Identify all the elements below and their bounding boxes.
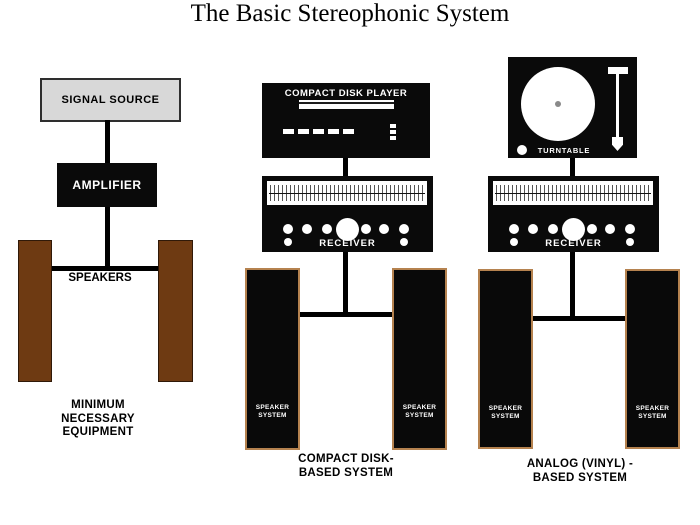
signal-source-label: SIGNAL SOURCE — [61, 94, 160, 106]
cd-indicator-icon — [343, 129, 354, 134]
receiver-knob-icon — [587, 224, 597, 234]
turntable-box: TURNTABLE — [508, 57, 637, 158]
tuner-dial-icon — [267, 181, 427, 205]
wood-speaker-left — [18, 240, 52, 382]
vinyl-speaker-left: SPEAKER SYSTEM — [478, 269, 533, 449]
cd-speaker-left: SPEAKER SYSTEM — [245, 268, 300, 450]
speaker-label-line2: SYSTEM — [491, 413, 520, 420]
minimum-caption-line3: EQUIPMENT — [62, 426, 134, 438]
cd-receiver-box: RECEIVER — [262, 176, 433, 252]
connector-receiver-speakers-cd — [343, 252, 348, 316]
receiver-knob-icon — [528, 224, 538, 234]
receiver-button-icon — [626, 238, 634, 246]
cd-tray-icon — [299, 100, 394, 109]
receiver-button-icon — [284, 238, 292, 246]
speaker-wire-left-column — [48, 266, 158, 271]
speaker-label-line2: SYSTEM — [405, 412, 434, 419]
dial-midline-icon — [495, 193, 651, 194]
receiver-knob-icon — [605, 224, 615, 234]
vinyl-speaker-right: SPEAKER SYSTEM — [625, 269, 680, 449]
turntable-spindle-icon — [555, 101, 561, 107]
speakers-label: SPEAKERS — [68, 272, 132, 284]
connector-cdplayer-receiver — [343, 158, 348, 176]
minimum-caption-line1: MINIMUM — [71, 399, 125, 411]
receiver-volume-knob-icon — [562, 218, 585, 241]
connector-amplifier-speakers — [105, 207, 110, 269]
receiver-button-icon — [400, 238, 408, 246]
connector-source-amplifier — [105, 120, 110, 164]
cd-caption-line1: COMPACT DISK- — [298, 453, 394, 465]
receiver-knob-icon — [379, 224, 389, 234]
cd-indicator-icon — [283, 129, 294, 134]
receiver-knob-icon — [361, 224, 371, 234]
tonearm-icon — [616, 73, 619, 139]
vinyl-caption-line1: ANALOG (VINYL) - — [526, 458, 634, 470]
amplifier-box: AMPLIFIER — [57, 163, 157, 207]
vinyl-speaker-left-label: SPEAKER SYSTEM — [480, 405, 531, 421]
receiver-knob-icon — [283, 224, 293, 234]
amplifier-label: AMPLIFIER — [72, 178, 142, 192]
connector-receiver-speakers-vinyl — [570, 252, 575, 320]
receiver-knob-icon — [322, 224, 332, 234]
diagram-title: The Basic Stereophonic System — [190, 0, 510, 27]
turntable-knob-icon — [517, 145, 527, 155]
cd-indicator-icon — [313, 129, 324, 134]
cd-player-box: COMPACT DISK PLAYER — [262, 83, 430, 158]
receiver-knob-icon — [625, 224, 635, 234]
tuner-dial-icon — [493, 181, 653, 205]
receiver-knob-icon — [302, 224, 312, 234]
cd-display-segments-icon — [390, 124, 396, 141]
tonearm-cartridge-icon — [612, 137, 623, 151]
cd-caption-line2: BASED SYSTEM — [298, 466, 394, 479]
vinyl-receiver-box: RECEIVER — [488, 176, 659, 252]
receiver-button-icon — [510, 238, 518, 246]
vinyl-receiver-label: RECEIVER — [545, 238, 602, 249]
cd-speaker-left-label: SPEAKER SYSTEM — [247, 404, 298, 420]
minimum-caption-line2: NECESSARY — [61, 412, 135, 425]
signal-source-box: SIGNAL SOURCE — [40, 78, 181, 122]
dial-midline-icon — [269, 193, 425, 194]
connector-turntable-receiver — [570, 158, 575, 176]
cd-speaker-right: SPEAKER SYSTEM — [392, 268, 447, 450]
receiver-knob-icon — [399, 224, 409, 234]
minimum-system-caption: MINIMUM NECESSARY EQUIPMENT — [33, 399, 163, 440]
vinyl-speaker-right-label: SPEAKER SYSTEM — [627, 405, 678, 421]
wood-speaker-right — [158, 240, 193, 382]
cd-player-label: COMPACT DISK PLAYER — [284, 88, 408, 99]
vinyl-caption-line2: BASED SYSTEM — [532, 471, 628, 484]
speaker-label-line1: SPEAKER — [635, 405, 670, 412]
speaker-label-line2: SYSTEM — [638, 413, 667, 420]
cd-indicator-icon — [298, 129, 309, 134]
tonearm-headshell-icon — [608, 67, 628, 74]
cd-receiver-label: RECEIVER — [319, 238, 376, 249]
receiver-knob-icon — [548, 224, 558, 234]
cd-system-caption: COMPACT DISK- BASED SYSTEM — [272, 453, 420, 480]
speaker-wire-vinyl-column — [532, 316, 625, 321]
speaker-label-line1: SPEAKER — [402, 404, 437, 411]
turntable-label: TURNTABLE — [537, 146, 591, 155]
speaker-wire-cd-column — [300, 312, 392, 317]
cd-indicator-icon — [328, 129, 339, 134]
receiver-volume-knob-icon — [336, 218, 359, 241]
speaker-label-line2: SYSTEM — [258, 412, 287, 419]
receiver-knob-icon — [509, 224, 519, 234]
vinyl-system-caption: ANALOG (VINYL) - BASED SYSTEM — [500, 458, 660, 485]
speaker-label-line1: SPEAKER — [255, 404, 290, 411]
cd-speaker-right-label: SPEAKER SYSTEM — [394, 404, 445, 420]
speaker-label-line1: SPEAKER — [488, 405, 523, 412]
